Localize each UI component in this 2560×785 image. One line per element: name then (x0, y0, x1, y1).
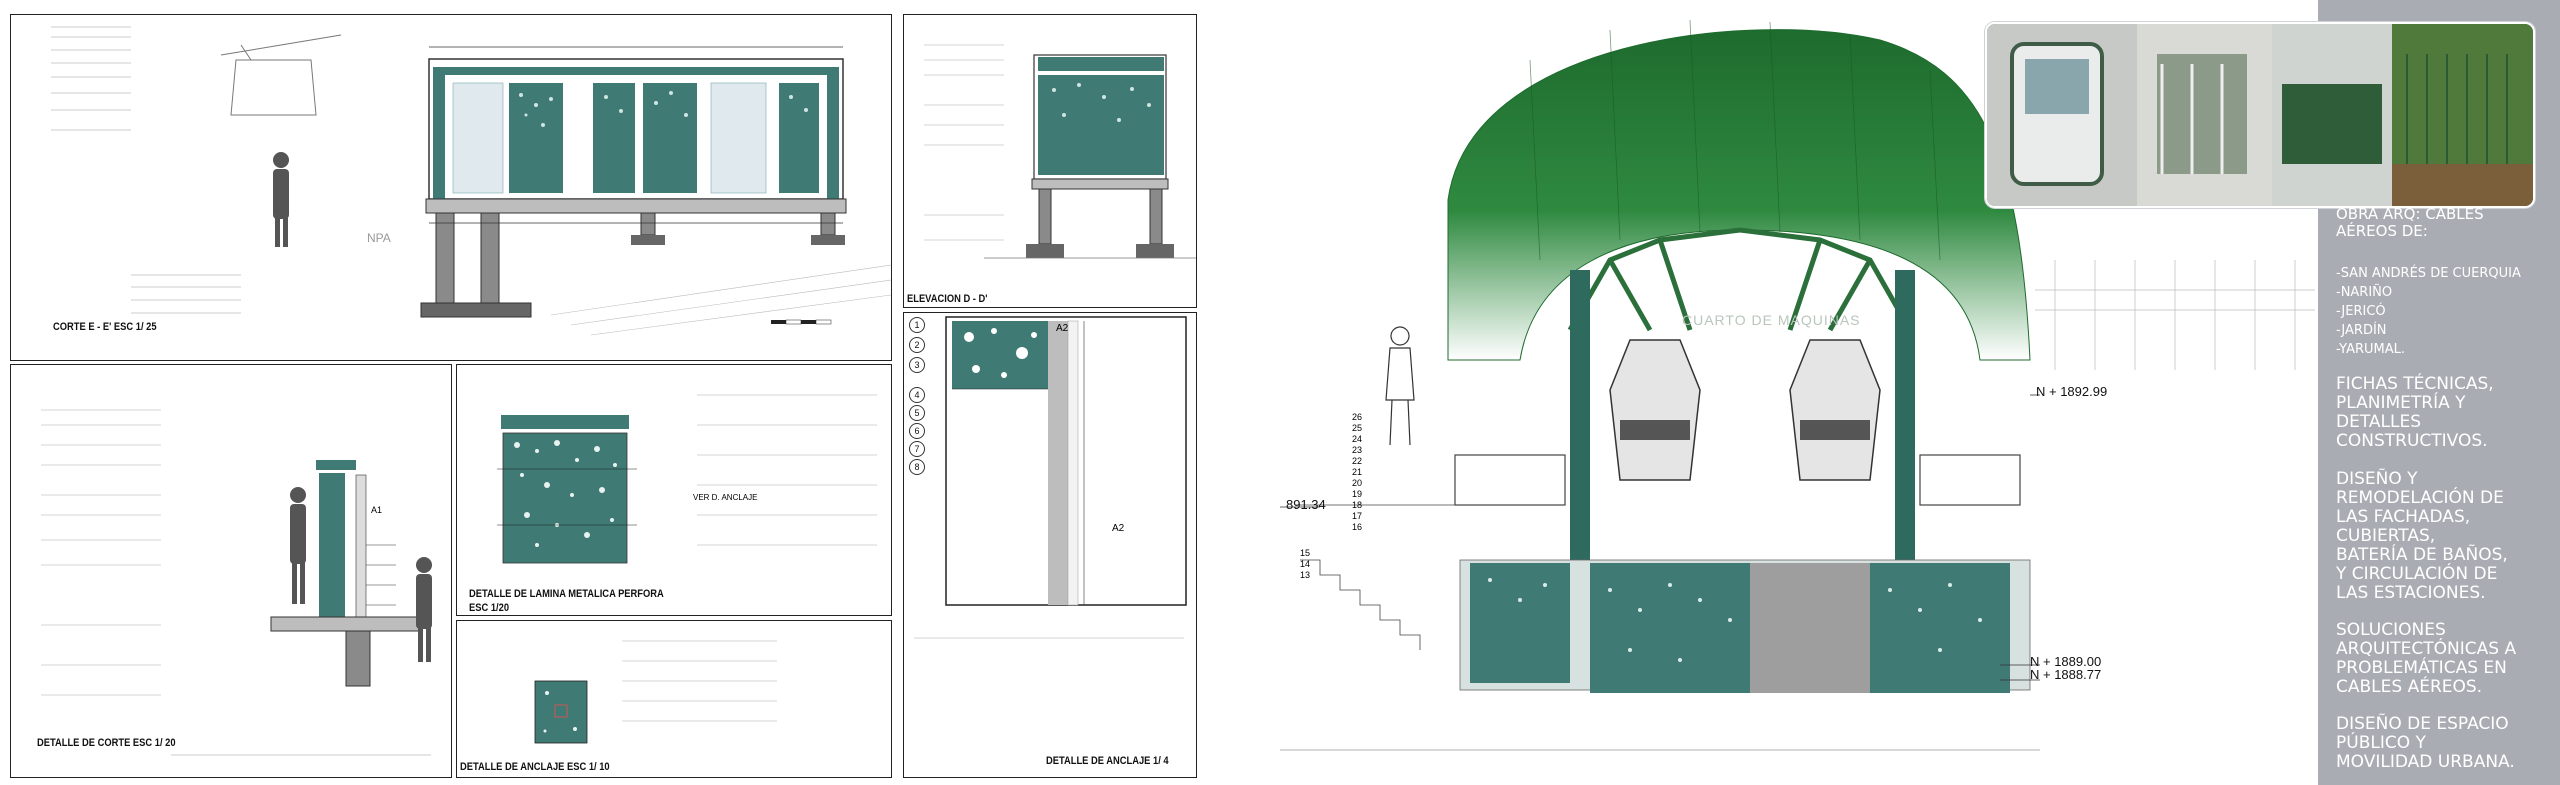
elevacion-section: ELEVACION D - D' (903, 14, 1197, 308)
section-line: CONSTRUCTIVOS. (2336, 431, 2488, 451)
station-render: CUARTO DE MAQUINAS 26 25 24 23 22 21 20 … (1280, 0, 2040, 785)
legend-number: 6 (909, 423, 925, 439)
section-line: LAS FACHADAS, (2336, 507, 2471, 527)
station-render-drawing (1280, 19, 2040, 751)
section-line: REMODELACIÓN DE (2336, 488, 2504, 508)
title-elevacion: ELEVACION D - D' (907, 293, 988, 305)
detalle-anclaje-10-section: DETALLE DE ANCLAJE ESC 1/ 10 (456, 620, 892, 778)
stair-number: 24 (1352, 434, 1363, 444)
station-item: -NARIÑO (2336, 285, 2393, 300)
legend-number: 3 (909, 357, 925, 373)
detalle-lamina-drawing (497, 394, 877, 564)
legend-number: 4 (909, 387, 925, 403)
corte-ee-drawing (51, 26, 891, 336)
detalle-corte-section: A1 DETALLE DE CORTE ESC 1/ 20 (10, 364, 452, 778)
detalle-corte-drawing (41, 409, 432, 756)
detalle-anclaje-4-drawing (914, 316, 1187, 639)
legend-number: 8 (909, 459, 925, 475)
stair-number: 19 (1352, 489, 1363, 499)
fence-sketch (2035, 260, 2315, 370)
station-item: -JERICÓ (2336, 304, 2386, 319)
legend-number: 5 (909, 405, 925, 421)
panel-heading-line-2: AÉREOS DE: (2336, 222, 2428, 240)
label-ver-d-anclaje: VER D. ANCLAJE (693, 493, 758, 502)
title-corte-ee: CORTE E - E' ESC 1/ 25 (53, 321, 157, 333)
label-a2-bottom: A2 (1112, 523, 1125, 534)
person-sketch (1385, 326, 1415, 446)
stair-number: 14 (1300, 559, 1311, 569)
stair-number: 20 (1352, 478, 1363, 488)
drawing-sheet: NPA CORTE E - E' ESC 1/ 25 (0, 0, 1210, 785)
panel-heading-line-1: OBRA ARQ: CABLES (2336, 205, 2484, 223)
section-line: CABLES AÉREOS. (2336, 677, 2483, 697)
stair-number: 18 (1352, 500, 1363, 510)
section-line: FICHAS TÉCNICAS, (2336, 374, 2494, 394)
section-line: LAS ESTACIONES. (2336, 583, 2486, 603)
stair-number: 16 (1352, 522, 1363, 532)
level-top: N + 1892.99 (2036, 384, 2108, 399)
corte-ee-section: NPA CORTE E - E' ESC 1/ 25 (10, 14, 892, 361)
detalle-anclaje-10-drawing (534, 640, 777, 744)
title-detalle-corte: DETALLE DE CORTE ESC 1/ 20 (37, 737, 176, 749)
stair-number: 23 (1352, 445, 1363, 455)
stair-number: 22 (1352, 456, 1363, 466)
section-line: DISEÑO Y (2336, 469, 2418, 489)
green-roof (1447, 29, 2031, 361)
level-low: N + 1888.77 (2030, 667, 2102, 682)
title-detalle-lamina-esc: ESC 1/20 (469, 602, 510, 614)
legend-number: 1 (909, 317, 925, 333)
title-detalle-anclaje-4: DETALLE DE ANCLAJE 1/ 4 (1046, 755, 1169, 767)
section-line: Y CIRCULACIÓN DE (2336, 564, 2498, 584)
station-item: -YARUMAL. (2336, 342, 2406, 357)
stair-number: 15 (1300, 548, 1311, 558)
label-a1: A1 (371, 505, 383, 515)
stair-number: 21 (1352, 467, 1363, 477)
legend-number: 2 (909, 337, 925, 353)
site-photo-strip (1985, 22, 2535, 208)
level-mid: N + 1889.00 (2030, 654, 2102, 669)
stair-number: 17 (1352, 511, 1363, 521)
machine-room-sign: CUARTO DE MAQUINAS (1682, 312, 1861, 328)
station-item: -JARDÍN (2336, 323, 2387, 338)
section-line: PLANIMETRÍA Y (2336, 393, 2466, 413)
section-line: SOLUCIONES (2336, 620, 2446, 640)
detalle-anclaje-4-section: 1 2 3 4 5 6 7 8 A2 A2 DETALLE DE ANCLAJE… (903, 312, 1197, 778)
station-item: -SAN ANDRÉS DE CUERQUIA (2336, 266, 2521, 281)
person-silhouette (273, 152, 289, 247)
title-detalle-lamina: DETALLE DE LAMINA METALICA PERFORA (469, 588, 664, 600)
title-detalle-anclaje-10: DETALLE DE ANCLAJE ESC 1/ 10 (460, 761, 610, 773)
stair-number: 13 (1300, 570, 1311, 580)
stair-number: 25 (1352, 423, 1363, 433)
section-line: PROBLEMÁTICAS EN (2336, 658, 2507, 678)
section-line: DETALLES (2336, 412, 2421, 432)
section-line: BATERÍA DE BAÑOS, (2336, 545, 2508, 565)
section-line: PÚBLICO Y (2336, 733, 2426, 753)
label-a2-top: A2 (1056, 323, 1069, 334)
section-line: MOVILIDAD URBANA. (2336, 752, 2515, 772)
section-line: CUBIERTAS, (2336, 526, 2436, 546)
site-photo-graphic (1987, 24, 2533, 206)
legend-number: 7 (909, 441, 925, 457)
npa-label: NPA (367, 231, 391, 245)
level-left: 891.34 (1286, 497, 1326, 512)
stair-number: 26 (1352, 412, 1363, 422)
section-line: DISEÑO DE ESPACIO (2336, 714, 2509, 734)
detalle-lamina-section: VER D. ANCLAJE DETALLE DE LAMINA METALIC… (456, 364, 892, 616)
elevacion-drawing (924, 44, 1196, 259)
section-line: ARQUITECTÓNICAS A (2336, 639, 2517, 659)
